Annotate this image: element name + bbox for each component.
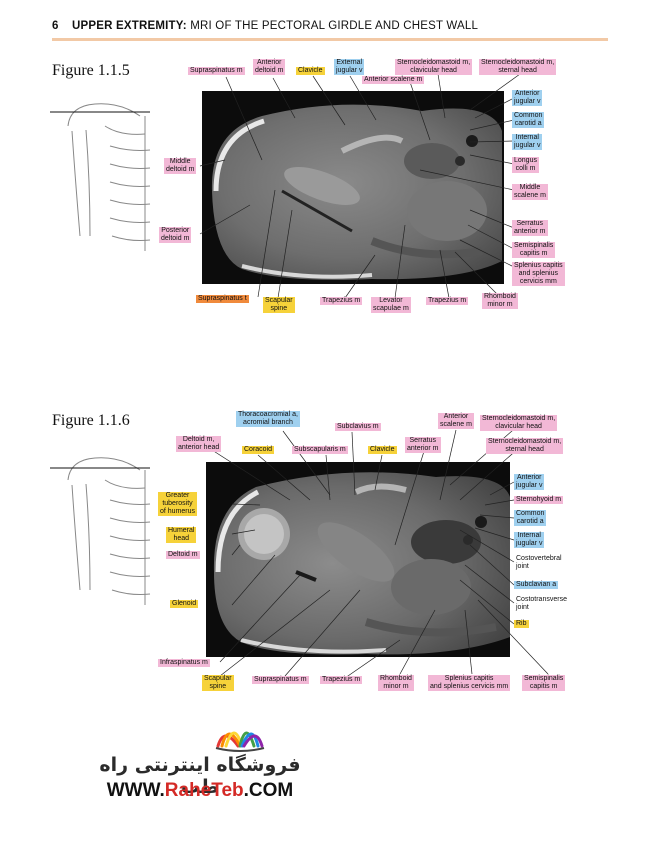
label-scm-clavicular-2: Sternocleidomastoid m, clavicular head (480, 415, 558, 431)
label-deltoid-anterior-head: Deltoid m, anterior head (176, 436, 222, 452)
label-clavicle: Clavicle (296, 67, 325, 75)
label-sternohyoid: Sternohyoid m (514, 496, 564, 504)
label-infraspinatus: Infraspinatus m (158, 659, 210, 667)
label-supraspinatus-muscle: Supraspinatus m (188, 67, 245, 75)
label-middle-deltoid: Middle deltoid m (164, 158, 197, 174)
watermark-persian-text: فروشگاه اینترنتی راه طب (99, 754, 301, 798)
topic-title: MRI OF THE PECTORAL GIRDLE AND CHEST WAL… (190, 20, 479, 32)
watermark-site[interactable]: WWW.RaheTeb.COM (80, 780, 320, 802)
label-costovertebral-joint: Costovertebral joint (516, 555, 562, 570)
site-prefix: WWW. (106, 780, 165, 801)
label-anterior-deltoid: Anterior deltoid m (253, 59, 286, 75)
label-common-carotid-2: Common carotid a (514, 510, 547, 526)
book-logo-icon (215, 731, 265, 752)
section-title: UPPER EXTREMITY: (72, 20, 187, 32)
label-scapular-spine-2: Scapular spine (202, 675, 234, 691)
label-costotransverse-joint: Costotransverse joint (516, 596, 567, 611)
label-trapezius-left: Trapezius m (320, 297, 363, 305)
label-anterior-scalene: Anterior scalene m (362, 76, 425, 84)
site-suffix: .COM (243, 780, 294, 801)
label-levator-scapulae: Levator scapulae m (371, 297, 411, 313)
label-subclavian-artery: Subclavian a (514, 581, 559, 589)
label-subclavius: Subclavius m (335, 423, 381, 431)
label-anterior-scalene-2: Anterior scalene m (438, 413, 474, 429)
label-scapular-spine: Scapular spine (263, 297, 295, 313)
label-deltoid: Deltoid m (166, 551, 200, 559)
label-semispinalis: Semispinalis capitis m (512, 242, 556, 258)
label-greater-tuberosity: Greater tuberosity of humerus (158, 492, 198, 516)
label-humeral-head: Humeral head (166, 527, 197, 543)
label-supraspinatus-tendon: Supraspinatus t (196, 295, 249, 303)
label-coracoid: Coracoid (242, 446, 275, 454)
label-trapezius-2: Trapezius m (320, 676, 363, 684)
thumbnail-skeleton-1 (50, 103, 151, 251)
label-serratus-anterior: Serratus anterior m (512, 220, 548, 236)
figure-2-label: Figure 1.1.6 (52, 412, 130, 429)
page-header: 6 UPPER EXTREMITY: MRI OF THE PECTORAL G… (52, 20, 608, 40)
label-common-carotid: Common carotid a (512, 112, 545, 128)
label-serratus-anterior-2: Serratus anterior m (405, 437, 441, 453)
label-trapezius-right: Trapezius m (426, 297, 469, 305)
label-clavicle-2: Clavicle (368, 446, 397, 454)
header-rule (52, 38, 608, 41)
label-external-jugular: External jugular v (334, 59, 365, 75)
label-scm-sternal: Sternocleidomastoid m, sternal head (479, 59, 557, 75)
label-glenoid: Glenoid (170, 600, 199, 608)
label-anterior-jugular-2: Anterior jugular v (514, 474, 545, 490)
mri-image-1 (202, 91, 504, 284)
label-longus-colli: Longus colli m (512, 157, 539, 173)
label-posterior-deltoid: Posterior deltoid m (159, 227, 192, 243)
label-splenius: Splenius capitis and splenius cervicis m… (512, 262, 565, 286)
mri-image-2 (206, 462, 510, 657)
label-internal-jugular-2: Internal jugular v (514, 532, 545, 548)
label-rhomboid-minor: Rhomboid minor m (482, 293, 518, 309)
label-rib: Rib (514, 620, 529, 628)
label-middle-scalene: Middle scalene m (512, 184, 548, 200)
figure-1-label: Figure 1.1.5 (52, 62, 130, 79)
label-semispinalis-2: Semispinalis capitis m (522, 675, 566, 691)
label-scm-sternal-2: Sternocleidomastoid m, sternal head (486, 438, 564, 454)
label-subscapularis: Subscapularis m (292, 446, 348, 454)
label-internal-jugular: Internal jugular v (512, 134, 543, 150)
label-thoracoacromial: Thoracoacromial a, acromial branch (236, 411, 300, 427)
page-number: 6 (52, 20, 59, 32)
label-rhomboid-minor-2: Rhomboid minor m (378, 675, 414, 691)
label-splenius-2: Splenius capitis and splenius cervicis m… (428, 675, 511, 691)
site-brand: RaheTeb (164, 780, 244, 801)
label-scm-clavicular: Sternocleidomastoid m, clavicular head (395, 59, 473, 75)
label-anterior-jugular: Anterior jugular v (512, 90, 543, 106)
label-supraspinatus-2: Supraspinatus m (252, 676, 309, 684)
thumbnail-skeleton-2 (50, 457, 151, 605)
